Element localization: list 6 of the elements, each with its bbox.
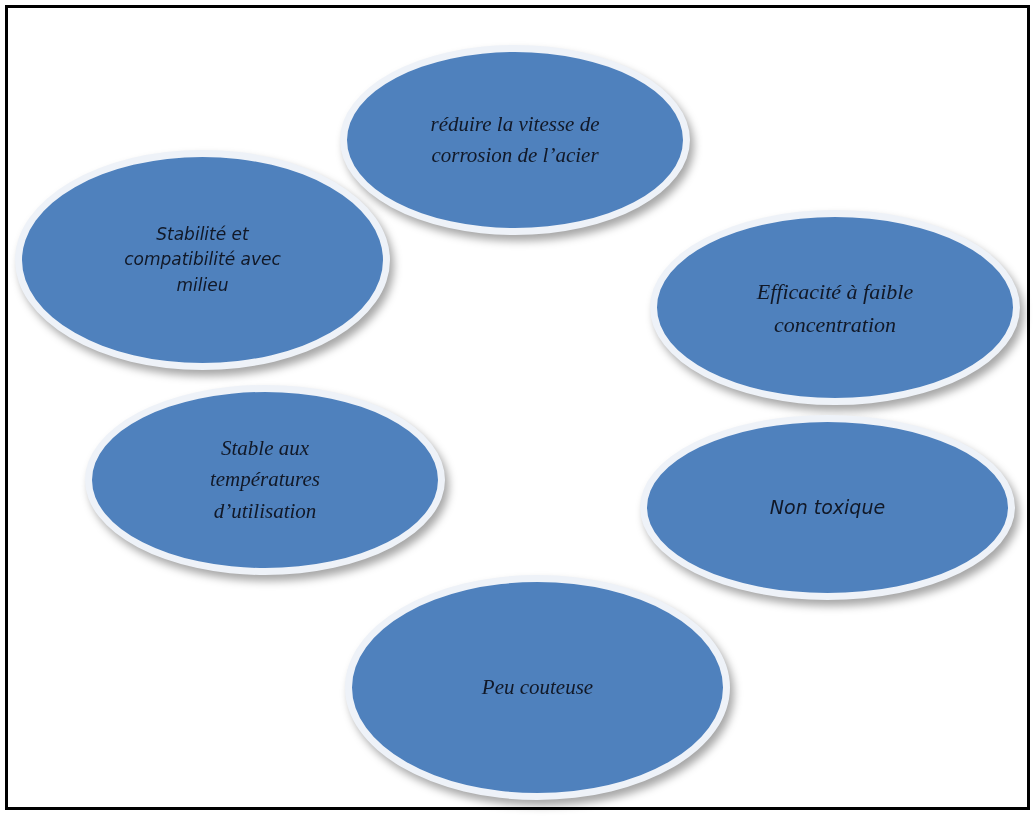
node-text: Efficacité à faible concentration — [755, 277, 915, 339]
node-text: Stabilité et compatibilité avec milieu — [123, 222, 282, 297]
node-text: Stable aux températures d’utilisation — [208, 434, 321, 525]
node-text: réduire la vitesse de corrosion de l’acier — [429, 110, 601, 169]
node-text: Non toxique — [769, 495, 886, 521]
node-text: Peu couteuse — [481, 673, 594, 701]
